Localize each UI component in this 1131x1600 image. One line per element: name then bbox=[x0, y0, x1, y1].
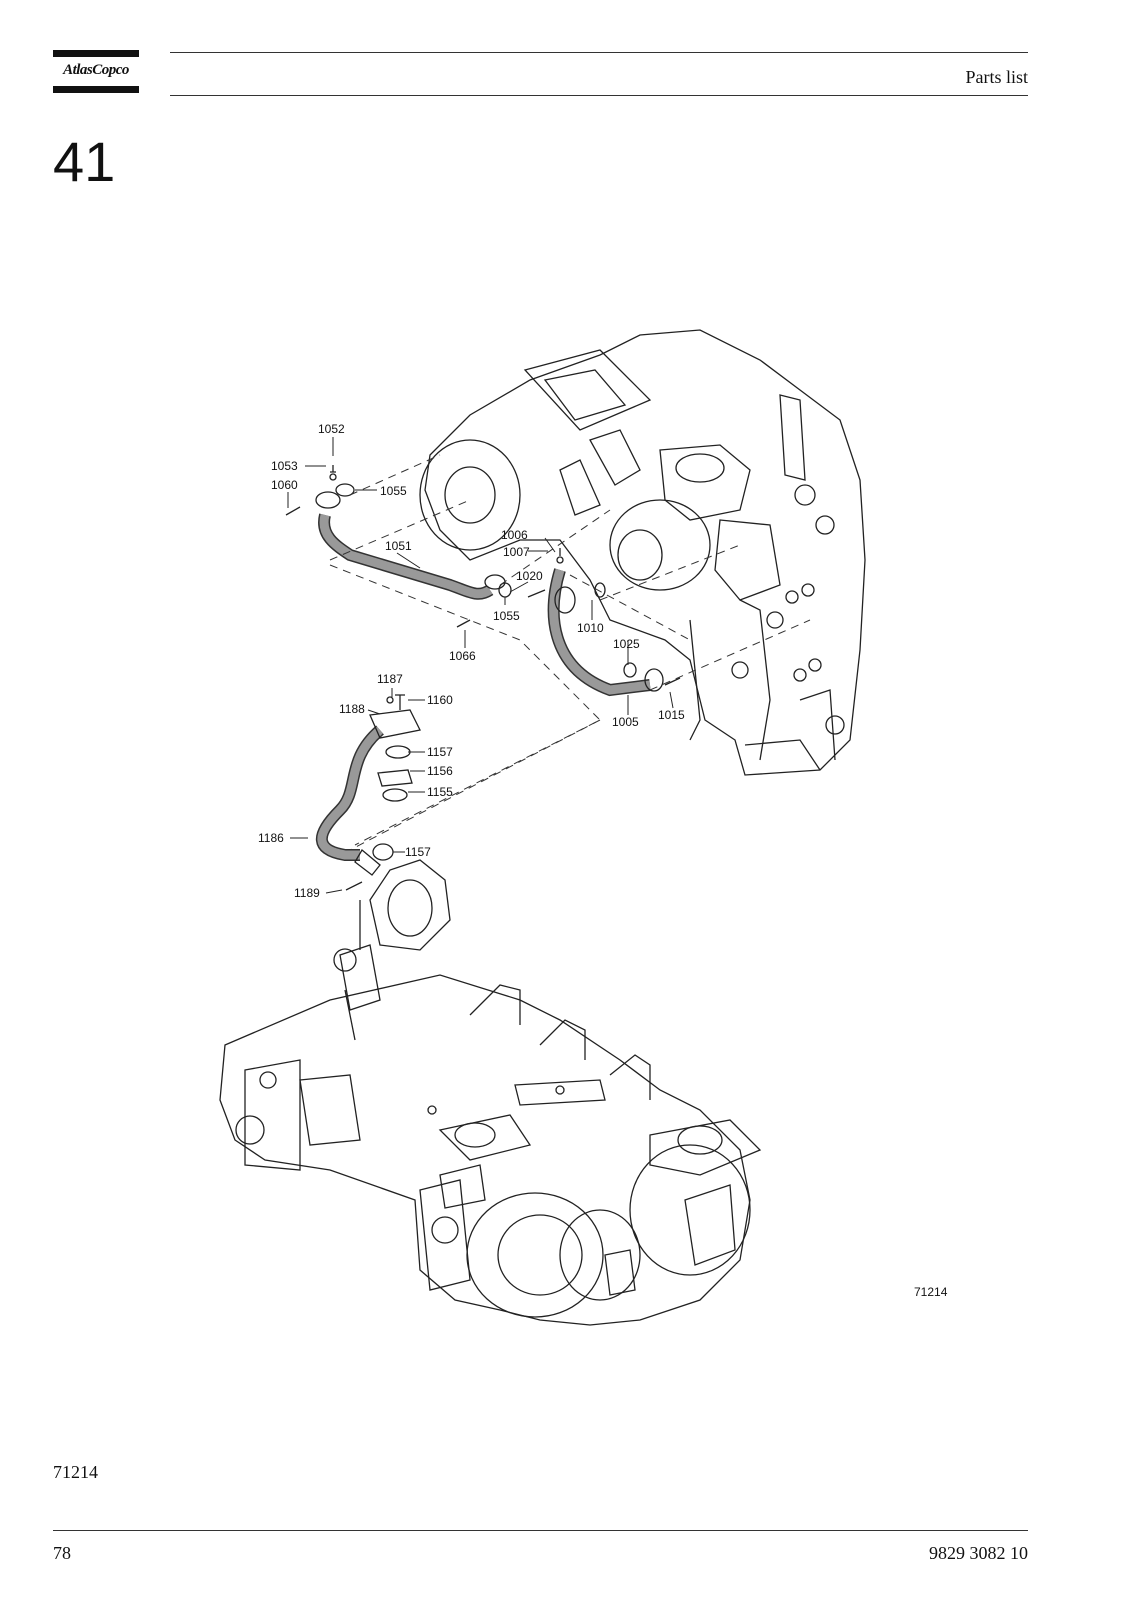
dashed-assembly-lines bbox=[329, 454, 811, 851]
callout-1025: 1025 bbox=[613, 637, 640, 651]
callout-1066: 1066 bbox=[449, 649, 476, 663]
callout-1189: 1189 bbox=[294, 886, 320, 900]
header-rule-top bbox=[170, 52, 1028, 53]
callout-1005: 1005 bbox=[612, 715, 639, 729]
callout-1055: 1055 bbox=[380, 484, 407, 498]
figure-number: 71214 bbox=[914, 1285, 948, 1299]
callout-1155: 1155 bbox=[427, 785, 453, 799]
footer-rule bbox=[53, 1530, 1028, 1531]
document-number: 9829 3082 10 bbox=[929, 1543, 1028, 1563]
figure-reference: 71214 bbox=[53, 1462, 98, 1482]
callout-1006: 1006 bbox=[501, 528, 528, 542]
callout-1053: 1053 bbox=[271, 459, 298, 473]
upper-pipe-assembly bbox=[285, 465, 681, 697]
callout-1060: 1060 bbox=[271, 478, 298, 492]
lower-cooler-assembly bbox=[219, 859, 762, 1326]
logo-wordmark: AtlasCopco bbox=[63, 62, 129, 78]
callout-1157: 1157 bbox=[405, 845, 431, 859]
callout-1187: 1187 bbox=[377, 672, 403, 686]
page-title: Parts list bbox=[965, 67, 1028, 87]
callout-1020: 1020 bbox=[516, 569, 543, 583]
callout-1157: 1157 bbox=[427, 745, 453, 759]
page-number: 78 bbox=[53, 1543, 71, 1563]
callout-1188: 1188 bbox=[339, 702, 365, 716]
header-rule-bottom bbox=[170, 95, 1028, 96]
section-number: 41 bbox=[53, 130, 116, 193]
callout-1156: 1156 bbox=[427, 764, 453, 778]
callout-1051: 1051 bbox=[385, 539, 412, 553]
part-callouts: 1052 1053 1060 1055 1051 1006 1007 1020 … bbox=[258, 422, 685, 900]
callout-1160: 1160 bbox=[427, 693, 453, 707]
callout-1007: 1007 bbox=[503, 545, 530, 559]
callout-1186: 1186 bbox=[258, 831, 284, 845]
callout-1015: 1015 bbox=[658, 708, 685, 722]
atlas-copco-logo: AtlasCopco bbox=[53, 50, 139, 93]
leader-lines bbox=[287, 437, 674, 894]
callout-1055: 1055 bbox=[493, 609, 520, 623]
callout-1010: 1010 bbox=[577, 621, 604, 635]
callout-1052: 1052 bbox=[318, 422, 345, 436]
logo-top-bar bbox=[53, 50, 139, 57]
logo-bottom-bar bbox=[53, 86, 139, 93]
lower-pipe-assembly bbox=[315, 694, 421, 891]
upper-compressor-housing bbox=[419, 329, 866, 776]
